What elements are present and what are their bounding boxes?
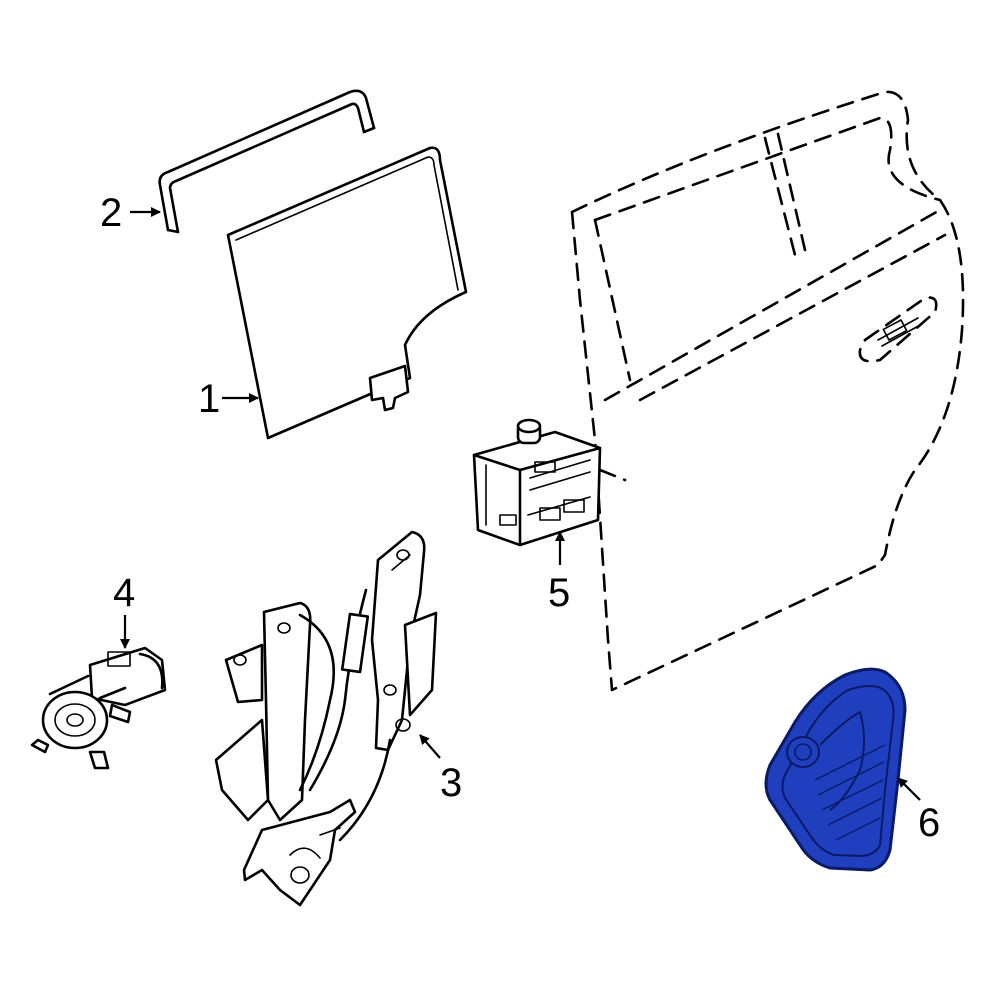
callout-4: 4 — [113, 571, 135, 615]
callout-6: 6 — [918, 801, 940, 845]
handle-grip-line — [827, 797, 883, 826]
callout-1: 1 — [198, 377, 220, 421]
handle-grip-line — [817, 761, 885, 796]
callout-leaders — [120, 207, 921, 801]
handle-socket — [786, 736, 820, 768]
handle-grip-line — [821, 779, 884, 811]
handle-grip-line — [835, 817, 881, 841]
callout-5: 5 — [548, 571, 570, 615]
callout-2: 2 — [100, 191, 122, 235]
glass-run-channel — [158, 89, 376, 234]
callout-numbers: 1 2 3 4 5 6 — [100, 191, 940, 845]
window-glass — [226, 146, 468, 440]
exterior-handle-outline — [858, 296, 938, 363]
handle-grip-line — [814, 744, 886, 781]
callout-3: 3 — [440, 761, 462, 805]
handle-socket-inner — [794, 743, 812, 761]
leader-6 — [897, 777, 921, 801]
rear-door-outline — [570, 90, 965, 692]
window-regulator — [214, 530, 438, 907]
leader-3 — [419, 734, 441, 759]
door-control-module — [472, 418, 602, 547]
window-motor — [30, 646, 167, 770]
handle-lever[interactable] — [819, 710, 865, 811]
interior-handle[interactable] — [764, 667, 907, 872]
